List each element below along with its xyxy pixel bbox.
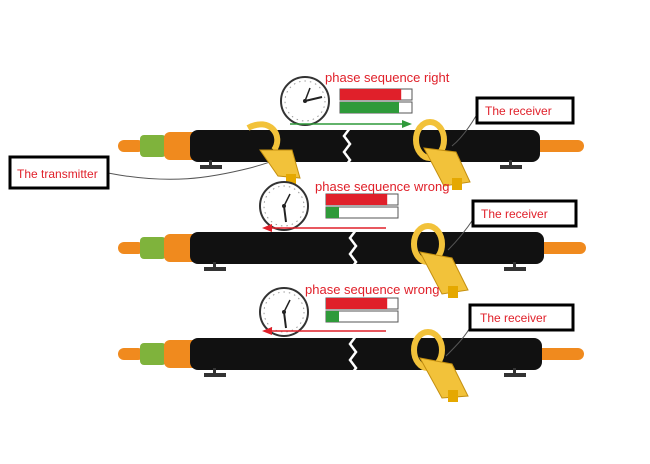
row-2-arrow: [262, 224, 386, 232]
row-2-receiver-label-box: The receiver: [471, 199, 578, 228]
row-1-receiver-label-box: The receiver: [475, 96, 575, 125]
row-3-cable: [118, 335, 584, 377]
row-3-red-bar-fill: [326, 298, 388, 309]
row-1-caption: phase sequence right: [325, 70, 450, 85]
row-3-dial-icon: [259, 287, 309, 337]
row-1-receiver-label: The receiver: [485, 104, 552, 118]
row-2-cable: [118, 229, 586, 271]
row-1-cable: [118, 127, 584, 169]
row-1-supports: [200, 160, 522, 169]
row-2-red-bar-fill: [326, 194, 388, 205]
row-1-receiver-clamp-icon: [413, 115, 477, 190]
transmitter-label: The transmitter: [17, 167, 98, 181]
row-2: phase sequence wrong: [118, 179, 586, 298]
row-3-receiver-clamp-icon: [411, 323, 473, 402]
row-3-caption: phase sequence wrong: [305, 282, 439, 297]
row-1-arrow: [290, 120, 412, 128]
row-3-supports: [204, 368, 526, 377]
row-3-phase-bars: [325, 297, 399, 323]
row-1-dial-icon: [280, 76, 330, 126]
row-1-green-bar-fill: [340, 102, 399, 113]
row-1: phase sequence right: [118, 70, 584, 190]
row-1-transmitter-clamp-icon: [246, 121, 301, 184]
row-2-supports: [204, 262, 526, 271]
transmitter-label-box: The transmitter: [8, 155, 110, 190]
row-3-receiver-label: The receiver: [480, 311, 547, 325]
row-3-arrow: [262, 327, 386, 335]
row-2-receiver-label: The receiver: [481, 207, 548, 221]
row-2-green-bar-fill: [326, 207, 339, 218]
row-1-phase-bars: [339, 88, 413, 114]
row-3: phase sequence wrong: [118, 282, 584, 402]
row-3-receiver-label-box: The receiver: [468, 303, 575, 332]
row-2-caption: phase sequence wrong: [315, 179, 449, 194]
row-2-receiver-clamp-icon: [411, 217, 475, 298]
row-2-dial-icon: [259, 181, 309, 231]
row-1-red-bar-fill: [340, 89, 402, 100]
row-3-green-bar-fill: [326, 311, 339, 322]
row-2-phase-bars: [325, 193, 399, 219]
